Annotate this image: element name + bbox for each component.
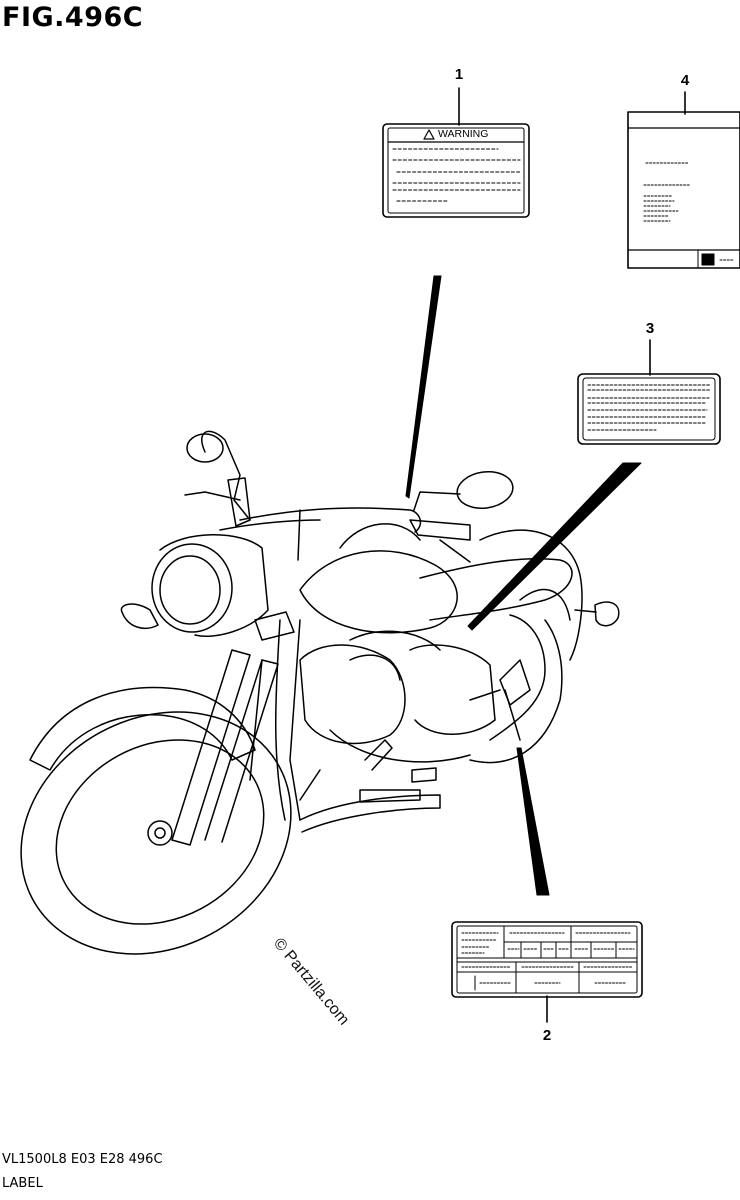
tire-information-label-part-2[interactable] xyxy=(451,921,643,998)
front-rim xyxy=(55,739,265,925)
pointer-label-1 xyxy=(405,275,442,499)
warning-triangle-icon xyxy=(423,129,435,140)
callout-1[interactable]: 1 xyxy=(454,66,464,83)
model-code: VL1500L8 E03 E28 496C xyxy=(2,1152,163,1167)
headlight xyxy=(151,543,233,633)
motorcycle-illustration xyxy=(20,430,620,955)
owners-manual-part-4[interactable] xyxy=(627,111,740,269)
brand-emblem-icon xyxy=(701,253,715,266)
callout-4[interactable]: 4 xyxy=(680,72,690,89)
figure-title: FIG.496C xyxy=(2,2,144,33)
pointer-label-2 xyxy=(516,747,550,896)
right-mirror xyxy=(456,471,514,509)
warning-heading: WARNING xyxy=(438,128,488,140)
warning-label-part-1[interactable] xyxy=(382,123,530,218)
callout-2[interactable]: 2 xyxy=(542,1027,552,1044)
callout-3[interactable]: 3 xyxy=(645,320,655,337)
front-tire xyxy=(20,711,292,955)
location-pointers xyxy=(405,275,642,896)
fuel-tank xyxy=(299,550,458,634)
information-label-part-3[interactable] xyxy=(577,373,721,445)
section-name: LABEL xyxy=(2,1176,43,1191)
engine-cylinder-front xyxy=(299,644,406,745)
pointer-label-3 xyxy=(467,462,642,631)
front-fender xyxy=(29,686,256,771)
